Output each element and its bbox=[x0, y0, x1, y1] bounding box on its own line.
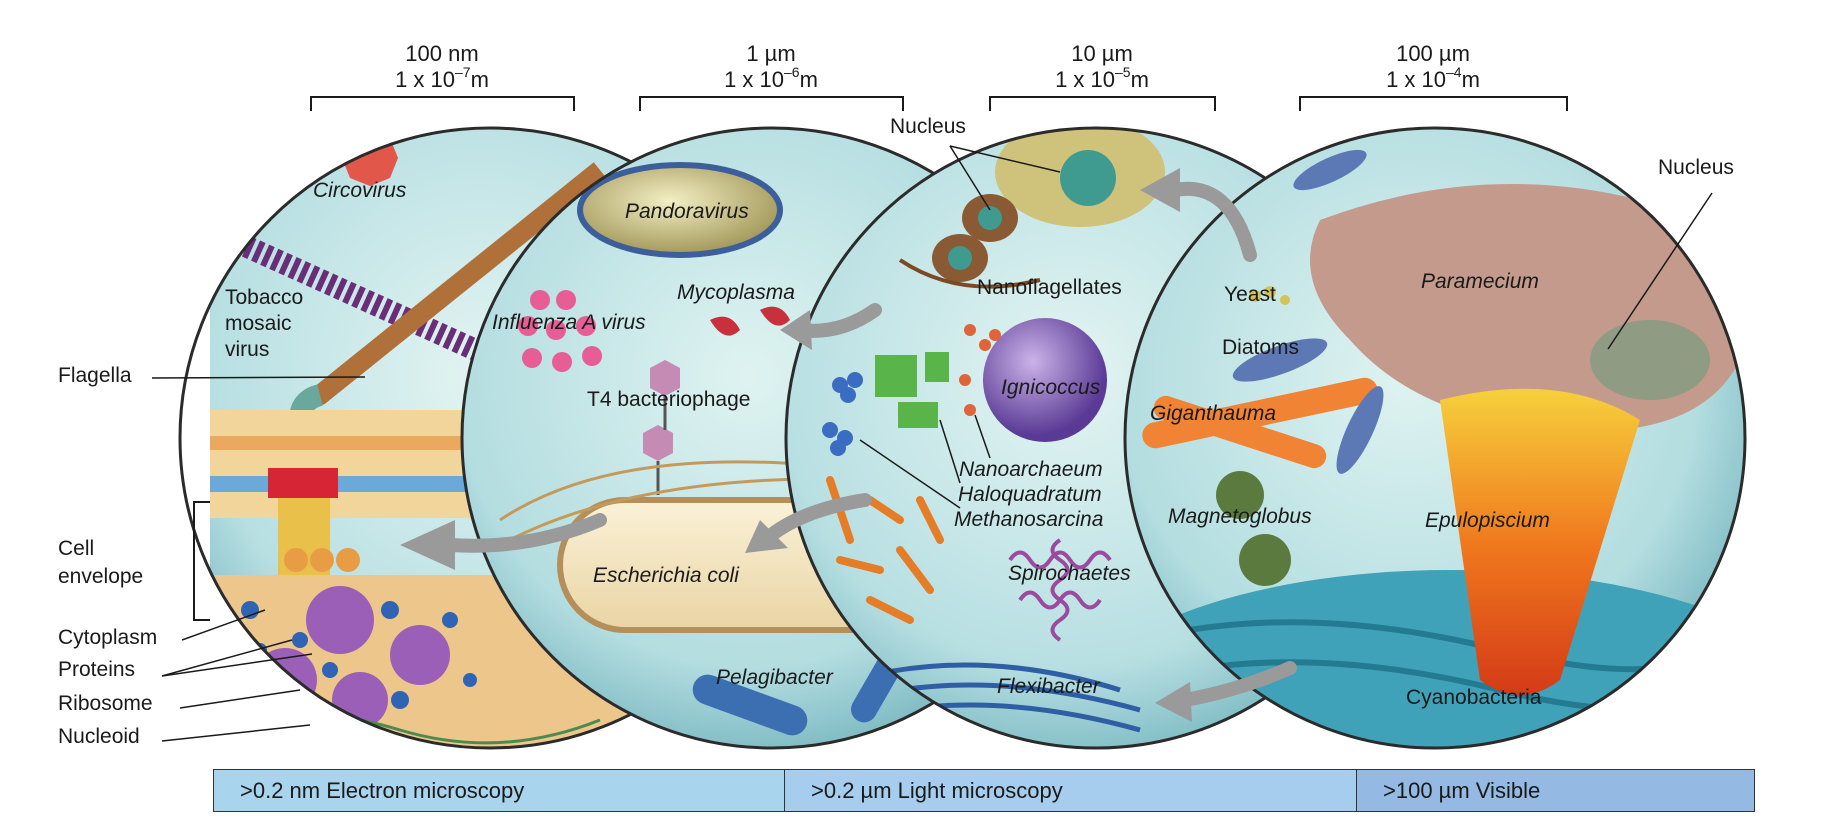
scale-top: 1 µm bbox=[746, 41, 796, 66]
scale-bottom: 1 x 10–4m bbox=[1386, 63, 1480, 93]
label-spirochaetes: Spirochaetes bbox=[1008, 562, 1131, 585]
scale-base: 1 x 10 bbox=[395, 67, 456, 92]
label-mycoplasma: Mycoplasma bbox=[677, 281, 795, 304]
scale-unit: m bbox=[1461, 67, 1480, 92]
scale-unit: m bbox=[799, 67, 818, 92]
leader-lines bbox=[151, 145, 1713, 742]
circle-large-cells bbox=[1125, 128, 1745, 748]
scale-exponent: –7 bbox=[455, 63, 471, 80]
label-envelope: envelope bbox=[58, 565, 144, 588]
label-haloquadratum: Haloquadratum bbox=[958, 483, 1102, 506]
label-tobacco-2: mosaic bbox=[225, 312, 292, 335]
label-ecoli: Escherichia coli bbox=[593, 564, 739, 587]
label-diatoms: Diatoms bbox=[1222, 336, 1300, 359]
scale-base: 1 x 10 bbox=[724, 67, 785, 92]
bar-light-microscopy: >0.2 µm Light microscopy bbox=[784, 769, 1357, 812]
scale-brackets bbox=[310, 96, 1568, 111]
label-nucleus-left: Nucleus bbox=[890, 115, 966, 138]
scale-base: 1 x 10 bbox=[1386, 67, 1447, 92]
scale-label-100um: 100 µm 1 x 10–4m bbox=[1386, 41, 1480, 93]
scale-base: 1 x 10 bbox=[1055, 67, 1116, 92]
label-t4: T4 bacteriophage bbox=[587, 388, 751, 411]
scale-bottom: 1 x 10–6m bbox=[724, 63, 818, 93]
scale-unit: m bbox=[1130, 67, 1149, 92]
label-epulopiscium: Epulopiscium bbox=[1425, 509, 1550, 532]
label-proteins: Proteins bbox=[58, 658, 136, 681]
scale-exponent: –4 bbox=[1446, 63, 1462, 80]
label-circovirus: Circovirus bbox=[313, 179, 407, 202]
label-yeast: Yeast bbox=[1224, 283, 1276, 306]
scale-unit: m bbox=[470, 67, 489, 92]
scale-bottom: 1 x 10–5m bbox=[1055, 63, 1149, 93]
label-ribosome: Ribosome bbox=[58, 692, 153, 715]
scale-top: 100 nm bbox=[405, 41, 479, 66]
label-pelagibacter: Pelagibacter bbox=[716, 666, 833, 689]
scale-top: 100 µm bbox=[1396, 41, 1470, 66]
label-nanoflagellates: Nanoflagellates bbox=[977, 276, 1122, 299]
label-nucleus-right: Nucleus bbox=[1658, 156, 1734, 179]
scale-exponent: –5 bbox=[1115, 63, 1131, 80]
label-tobacco-1: Tobacco bbox=[225, 286, 304, 309]
label-paramecium: Paramecium bbox=[1421, 270, 1539, 293]
label-influenza: Influenza A virus bbox=[492, 311, 646, 334]
label-cytoplasm: Cytoplasm bbox=[58, 626, 158, 649]
label-giganthauma: Giganthauma bbox=[1150, 402, 1277, 425]
label-methanosarcina: Methanosarcina bbox=[954, 508, 1104, 531]
label-pandoravirus: Pandoravirus bbox=[625, 200, 749, 223]
scale-label-10um: 10 µm 1 x 10–5m bbox=[1055, 41, 1149, 93]
label-flagella: Flagella bbox=[58, 364, 132, 387]
label-cell: Cell bbox=[58, 537, 95, 560]
scale-label-100nm: 100 nm 1 x 10–7m bbox=[395, 41, 489, 93]
label-ignicoccus: Ignicoccus bbox=[1001, 376, 1101, 399]
label-nanoarchaeum: Nanoarchaeum bbox=[959, 458, 1103, 481]
label-magnetoglobus: Magnetoglobus bbox=[1168, 505, 1312, 528]
scale-bottom: 1 x 10–7m bbox=[395, 63, 489, 93]
scale-top: 10 µm bbox=[1071, 41, 1133, 66]
label-tobacco-3: virus bbox=[225, 338, 270, 361]
scale-exponent: –6 bbox=[784, 63, 800, 80]
label-nucleoid: Nucleoid bbox=[58, 725, 140, 748]
bar-visible: >100 µm Visible bbox=[1356, 769, 1755, 812]
bar-electron-microscopy: >0.2 nm Electron microscopy bbox=[213, 769, 785, 812]
label-cyanobacteria: Cyanobacteria bbox=[1406, 686, 1542, 709]
scale-label-1um: 1 µm 1 x 10–6m bbox=[724, 41, 818, 93]
label-flexibacter: Flexibacter bbox=[997, 675, 1100, 698]
